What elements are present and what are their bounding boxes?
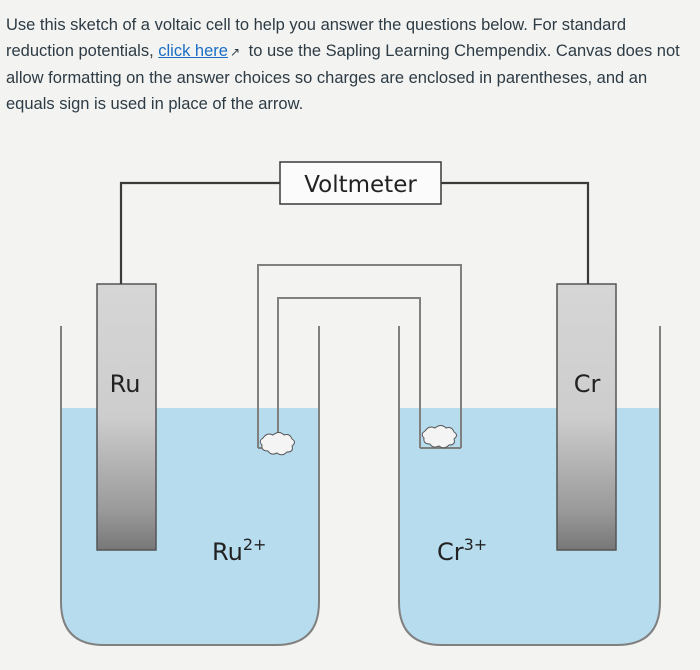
cr-ion-symbol: Cr <box>437 538 464 566</box>
ru-ion-charge: 2+ <box>243 535 267 554</box>
ru-electrode <box>96 283 157 551</box>
ru-ion-label: Ru2+ <box>212 535 266 566</box>
external-wire <box>119 181 590 284</box>
cr-electrode-label: Cr <box>574 370 601 398</box>
external-link-icon[interactable]: ↗ <box>229 45 241 59</box>
voltmeter-label: Voltmeter <box>304 172 417 198</box>
instructions-part1: Use this sketch of a voltaic cell to hel… <box>6 16 626 60</box>
cr-electrode <box>556 283 617 551</box>
voltmeter-box <box>279 161 442 205</box>
salt-bridge-left-plug <box>259 432 295 456</box>
instructions-part2: to use the Sapling Learning Chempendix. … <box>6 42 680 113</box>
left-beaker-wall <box>60 326 320 646</box>
right-beaker-wall <box>398 326 661 646</box>
ru-ion-symbol: Ru <box>212 538 243 566</box>
instructions-text: Use this sketch of a voltaic cell to hel… <box>6 12 696 117</box>
salt-bridge-right-plug <box>421 425 457 449</box>
chempendix-link[interactable]: click here <box>158 42 228 60</box>
ru-electrode-label: Ru <box>110 370 141 398</box>
cr-ion-label: Cr3+ <box>437 535 487 566</box>
cr-ion-charge: 3+ <box>464 535 488 554</box>
right-beaker <box>398 326 661 646</box>
